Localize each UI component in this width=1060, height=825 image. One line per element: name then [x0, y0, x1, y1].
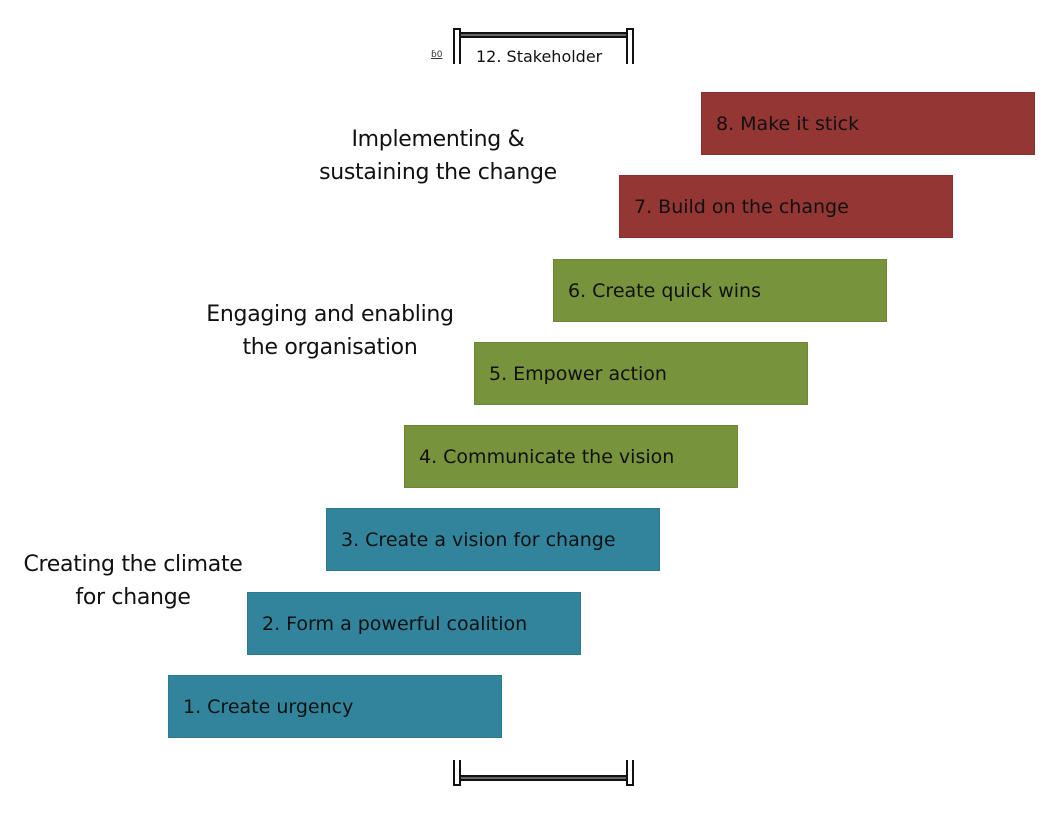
phase-label-climate: Creating the climate for change	[8, 548, 258, 614]
step-8-make-it-stick: 8. Make it stick	[701, 92, 1035, 155]
top-bracket-bar	[461, 32, 626, 38]
step-label: 7. Build on the change	[634, 195, 849, 218]
stakeholder-label: 12. Stakeholder	[476, 47, 603, 66]
step-5-empower-action: 5. Empower action	[474, 342, 808, 405]
bottom-bracket-bar	[461, 775, 626, 781]
step-4-communicate-vision: 4. Communicate the vision	[404, 425, 738, 488]
step-3-create-vision: 3. Create a vision for change	[326, 508, 660, 571]
cropped-text-fragment: ɓ0	[431, 50, 443, 60]
bottom-bracket-left-post	[453, 760, 461, 786]
top-bracket-left-post	[453, 28, 461, 64]
step-label: 1. Create urgency	[183, 695, 354, 718]
step-7-build-on-change: 7. Build on the change	[619, 175, 953, 238]
step-label: 2. Form a powerful coalition	[262, 612, 528, 635]
top-bracket-right-post	[626, 28, 634, 64]
phase-line-1: Creating the climate	[23, 552, 243, 577]
step-label: 5. Empower action	[489, 362, 667, 385]
phase-label-implementing: Implementing & sustaining the change	[308, 123, 568, 189]
step-1-create-urgency: 1. Create urgency	[168, 675, 502, 738]
step-6-quick-wins: 6. Create quick wins	[553, 259, 887, 322]
phase-line-2: sustaining the change	[319, 160, 557, 185]
phase-line-2: the organisation	[242, 335, 418, 360]
step-label: 4. Communicate the vision	[419, 445, 675, 468]
step-label: 6. Create quick wins	[568, 279, 761, 302]
phase-line-1: Implementing &	[351, 127, 525, 152]
phase-label-engaging: Engaging and enabling the organisation	[190, 298, 470, 364]
phase-line-2: for change	[75, 585, 191, 610]
step-label: 8. Make it stick	[716, 112, 860, 135]
step-label: 3. Create a vision for change	[341, 528, 616, 551]
phase-line-1: Engaging and enabling	[206, 302, 454, 327]
step-2-form-coalition: 2. Form a powerful coalition	[247, 592, 581, 655]
bottom-bracket-right-post	[626, 760, 634, 786]
